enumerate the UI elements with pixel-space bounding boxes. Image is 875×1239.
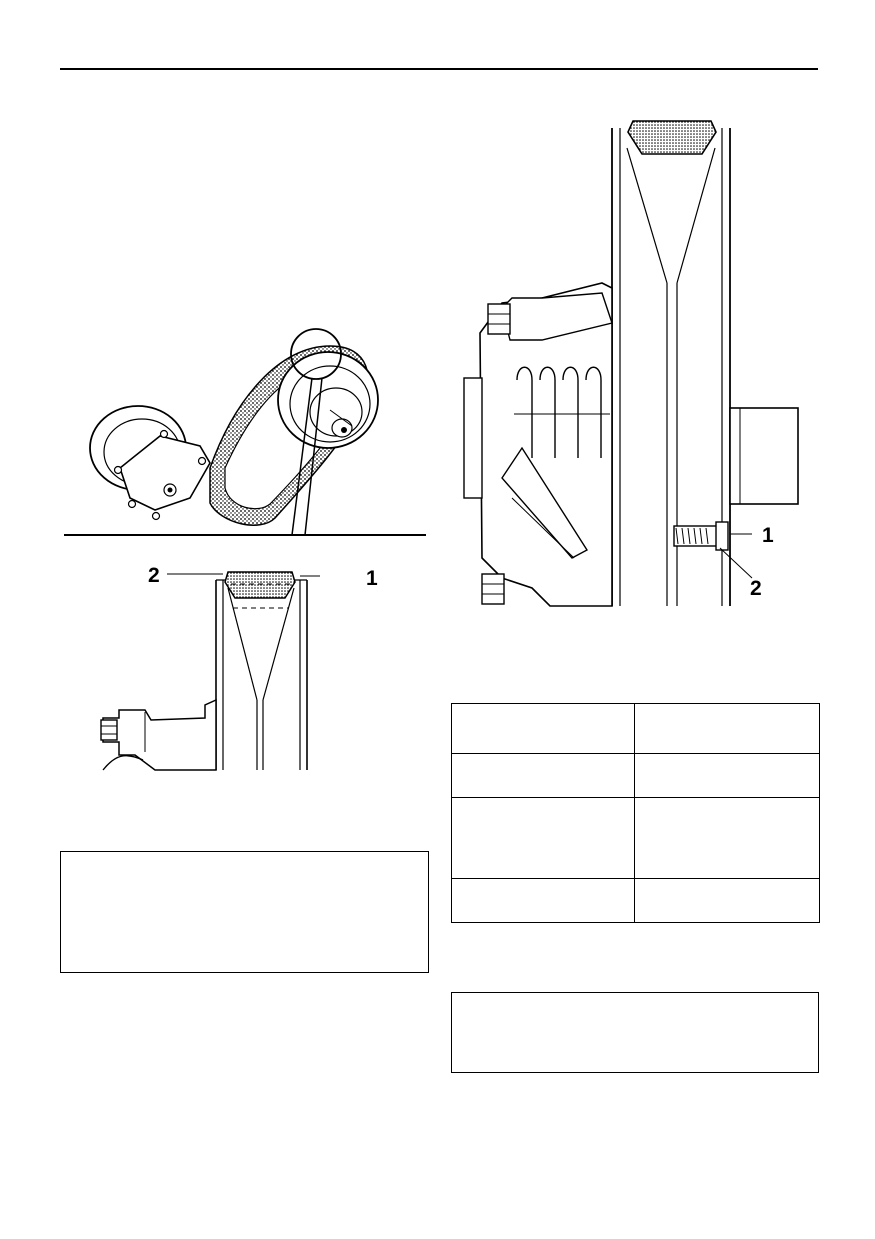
callout-label-2-left: 2 — [148, 564, 160, 587]
pulley-adjuster-illustration — [463, 120, 799, 607]
table-row — [451, 797, 820, 879]
table-row — [451, 878, 820, 923]
table-cell — [451, 703, 635, 754]
table-row — [451, 703, 820, 754]
header-rule — [60, 68, 818, 70]
table-cell — [634, 797, 820, 879]
spec-table — [451, 703, 820, 923]
callout-label-1-left: 1 — [366, 567, 378, 590]
table-cell — [451, 753, 635, 798]
table-cell — [634, 753, 820, 798]
belt-drive-illustration — [64, 328, 426, 536]
belt-section-detail-left — [100, 571, 320, 771]
table-row — [451, 753, 820, 798]
table-cell — [634, 878, 820, 923]
table-cell — [451, 878, 635, 923]
note-box-right — [451, 992, 819, 1073]
table-cell — [634, 703, 820, 754]
callout-label-1-right: 1 — [762, 524, 774, 547]
callout-label-2-right: 2 — [750, 577, 762, 600]
note-box-left — [60, 851, 429, 973]
table-cell — [451, 797, 635, 879]
